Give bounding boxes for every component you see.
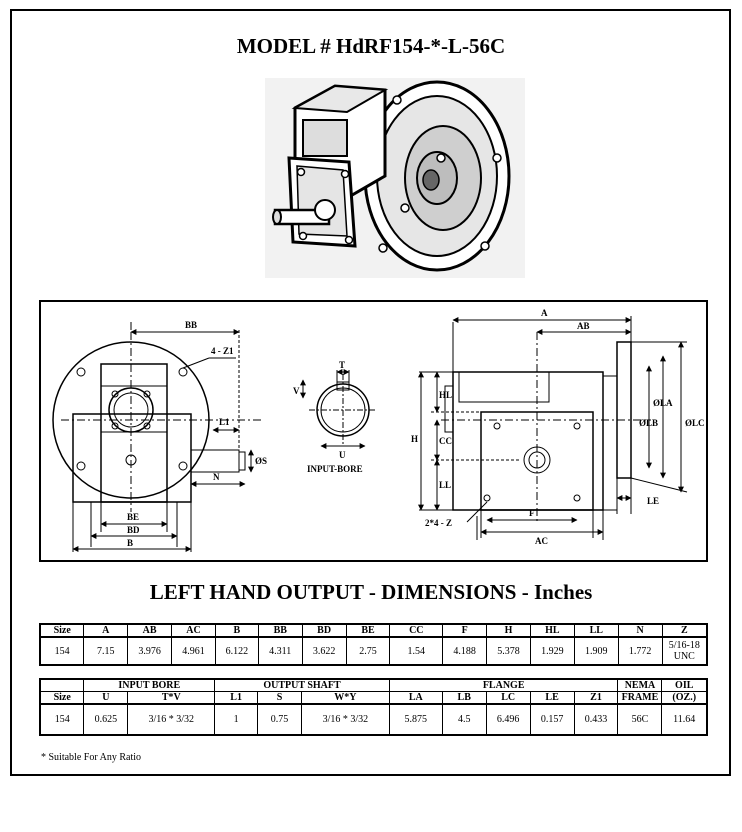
value-cell: 154 <box>39 636 85 666</box>
value-cell: 3/16 * 3/32 <box>301 703 390 736</box>
value-cell: 1.54 <box>389 636 444 666</box>
header-cell: (OZ.) <box>661 691 708 705</box>
header-cell: B <box>214 623 259 638</box>
value-cell: 4.961 <box>171 636 216 666</box>
value-cell: 1.929 <box>529 636 575 666</box>
section-title: LEFT HAND OUTPUT - DIMENSIONS - Inches <box>149 580 593 604</box>
label-a: A <box>541 308 548 318</box>
dimensions-table-1: Size A AB AC B BB BD BE CC F H HL LL N Z… <box>39 623 708 666</box>
label-l1: L1 <box>219 417 230 427</box>
value-cell: 0.157 <box>529 703 575 736</box>
value-cell: 1 <box>214 703 259 736</box>
label-b: B <box>127 538 133 548</box>
header-cell: Z <box>661 623 708 638</box>
value-cell: 3.976 <box>127 636 173 666</box>
group-input-bore: INPUT BORE <box>83 678 216 692</box>
header-cell: N <box>617 623 663 638</box>
value-cell: 4.311 <box>257 636 303 666</box>
value-cell: 154 <box>39 703 85 736</box>
label-ac: AC <box>535 536 548 546</box>
gearbox-illustration <box>265 78 525 278</box>
label-bd: BD <box>127 525 140 535</box>
header-cell: Size <box>39 623 85 638</box>
value-cell: 5.378 <box>486 636 531 666</box>
dimensions-table-2: INPUT BORE OUTPUT SHAFT FLANGE NEMA OIL … <box>39 678 708 736</box>
header-cell: LE <box>529 691 575 705</box>
label-hl: HL <box>439 390 452 400</box>
label-ab: AB <box>577 321 590 331</box>
header-cell: W*Y <box>301 691 390 705</box>
label-t: T <box>339 360 345 370</box>
value-cell: 5/16-18 UNC <box>661 636 708 666</box>
header-cell: LA <box>388 691 443 705</box>
model-title: MODEL # HdRF154-*-L-56C <box>236 34 506 58</box>
label-z: 2*4 - Z <box>425 518 452 528</box>
header-cell: BE <box>345 623 391 638</box>
value-cell: 56C <box>617 703 663 736</box>
label-cc: CC <box>439 436 452 446</box>
header-cell: A <box>83 623 129 638</box>
value-cell: 1.909 <box>573 636 619 666</box>
header-cell: HL <box>529 623 575 638</box>
group-flange: FLANGE <box>388 678 619 692</box>
header-cell: L1 <box>214 691 259 705</box>
dimension-drawing: BB 4 - Z1 L1 ØS N BE BD B T V U INPUT-BO… <box>39 300 708 562</box>
label-le: LE <box>647 496 659 506</box>
value-cell: 3.622 <box>301 636 347 666</box>
value-cell: 3/16 * 3/32 <box>127 703 216 736</box>
value-cell: 11.64 <box>661 703 708 736</box>
header-cell: S <box>257 691 302 705</box>
label-la: ØLA <box>653 398 673 408</box>
label-f: F <box>529 508 535 518</box>
label-ll: LL <box>439 480 451 490</box>
footnote: * Suitable For Any Ratio <box>41 752 141 763</box>
header-cell: T*V <box>127 691 216 705</box>
group-cell-empty <box>39 678 85 692</box>
header-cell: LL <box>573 623 619 638</box>
value-cell: 6.122 <box>214 636 259 666</box>
group-oil: OIL <box>661 678 708 692</box>
value-cell: 2.75 <box>345 636 391 666</box>
value-cell: 0.625 <box>83 703 129 736</box>
value-cell: 4.5 <box>441 703 487 736</box>
label-h: H <box>411 434 418 444</box>
label-lc: ØLC <box>685 418 705 428</box>
value-cell: 6.496 <box>485 703 531 736</box>
value-cell: 4.188 <box>442 636 488 666</box>
header-cell: CC <box>389 623 444 638</box>
label-v: V <box>293 386 300 396</box>
header-cell: BB <box>257 623 303 638</box>
value-cell: 1.772 <box>617 636 663 666</box>
header-cell: U <box>83 691 129 705</box>
label-input-bore: INPUT-BORE <box>307 464 363 474</box>
header-cell: Size <box>39 691 85 705</box>
label-z1: 4 - Z1 <box>211 346 234 356</box>
header-cell: LB <box>441 691 487 705</box>
label-u: U <box>339 450 346 460</box>
label-lb: ØLB <box>639 418 658 428</box>
header-cell: LC <box>485 691 531 705</box>
header-cell: AC <box>171 623 216 638</box>
header-cell: F <box>442 623 488 638</box>
value-cell: 5.875 <box>388 703 443 736</box>
label-be: BE <box>127 512 139 522</box>
header-cell: Z1 <box>573 691 619 705</box>
spec-sheet-border <box>10 9 731 776</box>
value-cell: 7.15 <box>83 636 129 666</box>
header-cell: BD <box>301 623 347 638</box>
header-cell: H <box>486 623 531 638</box>
header-cell: FRAME <box>617 691 663 705</box>
header-cell: AB <box>127 623 173 638</box>
label-bb: BB <box>185 320 197 330</box>
value-cell: 0.75 <box>257 703 302 736</box>
label-s: ØS <box>255 456 267 466</box>
group-output-shaft: OUTPUT SHAFT <box>214 678 390 692</box>
value-cell: 0.433 <box>573 703 619 736</box>
label-n: N <box>213 472 220 482</box>
group-nema: NEMA <box>617 678 663 692</box>
